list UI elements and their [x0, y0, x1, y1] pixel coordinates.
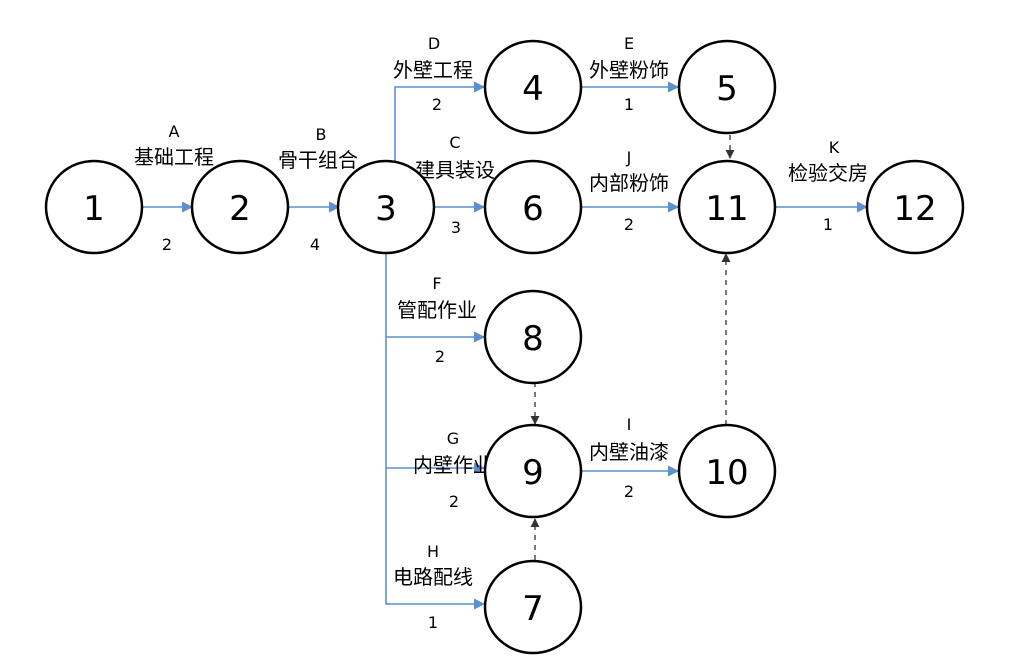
- activity-E: E 外壁粉饰 1: [589, 34, 669, 114]
- node-label: 3: [375, 189, 397, 229]
- activity-letter: G: [447, 429, 459, 448]
- activity-letter: J: [626, 148, 632, 167]
- activity-name: 电路配线: [393, 565, 473, 589]
- activity-name: 检验交房: [788, 161, 868, 185]
- activity-duration: 1: [428, 613, 438, 632]
- activity-letter: E: [624, 34, 634, 53]
- node-label: 4: [522, 69, 544, 109]
- activity-letter: F: [432, 274, 441, 293]
- node-1: 1: [44, 159, 144, 255]
- activity-name: 骨干组合: [278, 148, 358, 172]
- node-3: 3: [336, 159, 436, 255]
- node-label: 12: [893, 189, 936, 229]
- activity-duration: 1: [624, 95, 634, 114]
- activity-A: A 基础工程 2: [134, 122, 214, 254]
- activity-name: 外壁工程: [393, 58, 473, 82]
- activity-name: 基础工程: [134, 145, 214, 169]
- edge-trunk: [385, 254, 389, 605]
- node-label: 1: [83, 189, 105, 229]
- activity-duration: 2: [624, 215, 634, 234]
- activity-letter: C: [449, 133, 460, 152]
- activity-F: F 管配作业 2: [397, 274, 477, 366]
- activity-I: I 内壁油漆 2: [589, 415, 669, 501]
- activity-duration: 1: [823, 215, 833, 234]
- node-label: 10: [705, 453, 748, 493]
- node-label: 8: [522, 319, 544, 359]
- activity-duration: 2: [432, 95, 442, 114]
- activity-letter: B: [316, 125, 327, 144]
- activity-H: H 电路配线 1: [393, 542, 473, 632]
- node-11: 11: [677, 159, 777, 255]
- activity-K: K 检验交房 1: [788, 138, 868, 234]
- activity-duration: 2: [449, 492, 459, 511]
- activity-J: J 内部粉饰 2: [589, 148, 669, 234]
- node-12: 12: [865, 159, 965, 255]
- node-label: 2: [229, 189, 251, 229]
- activity-duration: 2: [162, 235, 172, 254]
- activity-C: C 建具装设 3: [415, 133, 495, 237]
- activity-letter: H: [427, 542, 439, 561]
- activity-duration: 2: [435, 347, 445, 366]
- activity-name: 内部粉饰: [589, 171, 669, 195]
- node-label: 9: [522, 453, 544, 493]
- activity-name: 管配作业: [397, 298, 477, 322]
- activity-name: 内壁油漆: [589, 440, 669, 464]
- node-7: 7: [483, 559, 583, 655]
- activity-G: G 内壁作业 2: [413, 429, 493, 511]
- activity-name: 建具装设: [415, 158, 495, 182]
- node-9: 9: [483, 423, 583, 519]
- node-8: 8: [483, 289, 583, 385]
- activity-letter: I: [627, 415, 632, 434]
- node-4: 4: [483, 39, 583, 135]
- edge-D: [394, 81, 486, 162]
- activity-letter: K: [829, 138, 840, 157]
- activity-duration: 4: [310, 235, 320, 254]
- node-5: 5: [677, 39, 777, 135]
- node-2: 2: [190, 159, 290, 255]
- activity-letter: D: [428, 34, 440, 53]
- node-label: 7: [522, 589, 544, 629]
- node-10: 10: [677, 423, 777, 519]
- node-6: 6: [483, 159, 583, 255]
- node-label: 11: [705, 189, 748, 229]
- activity-duration: 3: [451, 218, 461, 237]
- node-label: 5: [716, 69, 738, 109]
- node-label: 6: [522, 189, 544, 229]
- activity-name: 外壁粉饰: [589, 58, 669, 82]
- activity-duration: 2: [624, 482, 634, 501]
- activity-B: B 骨干组合 4: [278, 125, 358, 254]
- activity-letter: A: [169, 122, 180, 141]
- activity-name: 内壁作业: [413, 453, 493, 477]
- activity-D: D 外壁工程 2: [393, 34, 473, 114]
